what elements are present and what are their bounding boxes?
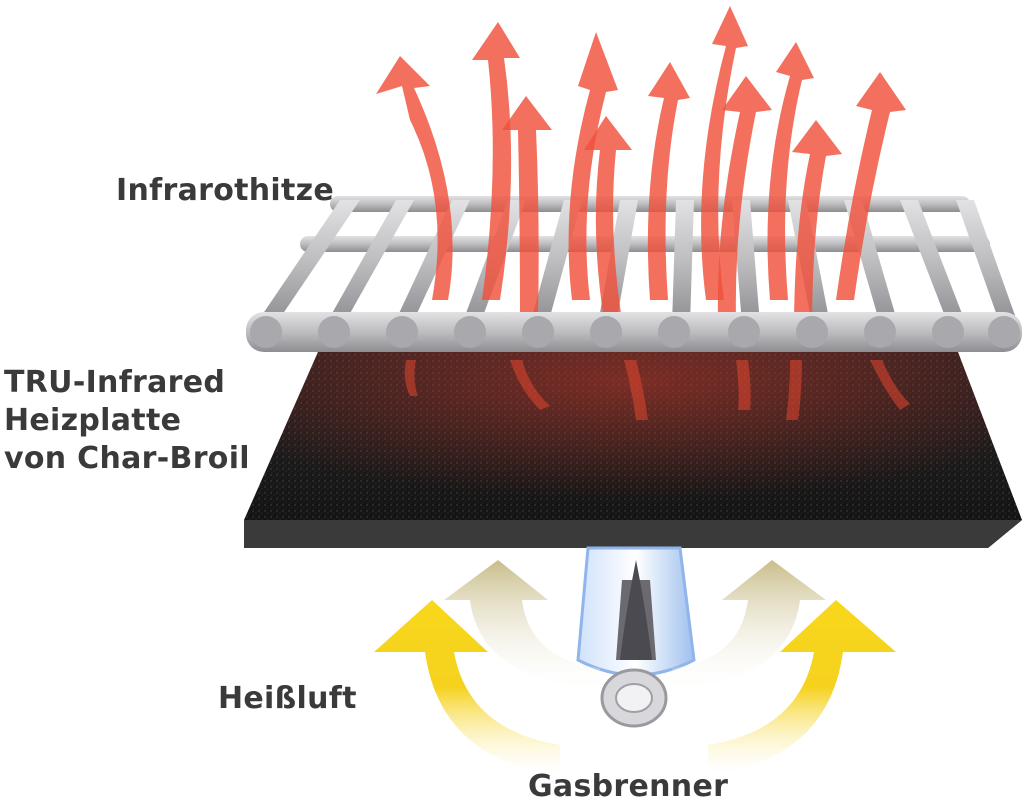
hot-air-arrows [374, 560, 896, 775]
infrared-plate [244, 352, 1022, 548]
heat-arrow-icon [584, 116, 632, 320]
heat-arrow-icon [568, 32, 618, 300]
plate-label-line3: von Char-Broil [4, 441, 250, 476]
heat-arrow-icon [502, 96, 552, 320]
infrared-heat-label: Infrarothitze [116, 173, 335, 208]
gas-burner [576, 546, 696, 728]
plate-label-line1: TRU-Infrared [4, 365, 226, 400]
gas-burner-label: Gasbrenner [528, 769, 729, 804]
heat-arrow-icon [472, 22, 520, 300]
heat-arrow-icon [792, 120, 842, 330]
plate-label-line2: Heizplatte [4, 403, 182, 438]
heat-arrow-icon [767, 42, 814, 300]
heat-arrow-icon [717, 76, 772, 320]
hot-air-label: Heißluft [218, 681, 357, 716]
hot-air-arrow-icon [374, 600, 560, 775]
hot-air-arrow-icon [708, 600, 896, 775]
cooking-grate-front [246, 312, 1022, 352]
hot-air-arrow-icon [444, 560, 600, 690]
heat-arrow-icon [647, 62, 690, 300]
heat-trails [404, 360, 910, 420]
infrared-heat-arrows [376, 6, 906, 330]
hot-air-arrow-icon [672, 560, 826, 690]
heat-arrow-icon [376, 56, 453, 300]
cooking-grate [256, 196, 1018, 324]
heat-arrow-icon [836, 72, 906, 300]
infrared-plate-label: TRU-Infrared Heizplatte von Char-Broil [4, 364, 250, 478]
heat-arrow-icon [701, 6, 748, 300]
